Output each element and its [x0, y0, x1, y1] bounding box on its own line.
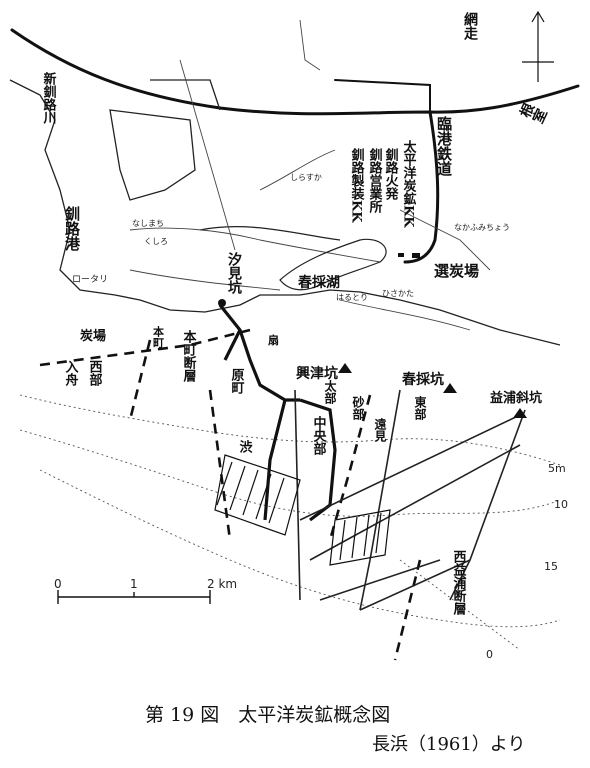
label-honcho: 本町	[152, 325, 165, 349]
roads	[129, 19, 491, 331]
label-nishi-bu: 西部	[87, 360, 103, 387]
label-honmachi-dan: 本町断層	[181, 329, 197, 383]
label-kushiro-port: 釧路港	[63, 205, 81, 252]
label-ogi: 扇	[268, 333, 279, 347]
label-nishi-dan: 西益浦断層	[451, 550, 467, 616]
label-kushiro-seiso: 釧路製装KK	[349, 147, 366, 223]
label-tanjo: 炭場	[80, 328, 106, 344]
mine-shafts	[218, 304, 337, 522]
label-koyo-pit: 興津坑	[296, 365, 338, 382]
label-hisakata: ひさかた	[382, 289, 414, 298]
label-kushiro-hatsuden: 釧路火発	[383, 147, 400, 201]
coastline	[9, 79, 561, 346]
label-rinko-tetsudo: 臨港鉄道	[435, 115, 453, 176]
contour-label-15: 15	[544, 560, 558, 573]
label-harutori-lake: 春採湖	[297, 274, 340, 291]
contour-label-5m: 5m	[548, 462, 566, 475]
contour-label-10: 10	[554, 498, 568, 511]
scale-tick-2: 2 km	[207, 577, 237, 591]
label-ogi-bu: 太部	[323, 379, 337, 405]
contour-lines	[19, 394, 561, 651]
label-ishi-kabe: 遠見	[373, 417, 387, 443]
label-abashiri: 網走	[462, 11, 478, 41]
north-arrow-icon	[522, 10, 554, 82]
label-sentanjo: 選炭場	[434, 262, 479, 280]
mine-roadways	[294, 389, 526, 611]
contour-label-0: 0	[486, 648, 493, 661]
contour-labels: 5m 10 15 0	[486, 462, 568, 661]
label-nakagumi: なかふみちょう	[454, 223, 510, 232]
label-irifune: 入舟	[63, 360, 79, 387]
vertical-labels: 網走 根室 新釧路川 釧路港 臨港鉄道 太平洋炭鉱KK 釧路火発 釧路営業所 釧…	[41, 11, 550, 616]
label-haramachi: 原町	[229, 368, 245, 395]
label-rotari: ロータリ	[72, 274, 108, 285]
scale-tick-1: 1	[130, 577, 138, 591]
label-taiheiyo-kaihatsu: 太平洋炭鉱KK	[401, 139, 418, 228]
label-shiomi-pit: 汐見坑	[226, 251, 243, 295]
label-tanji: 渋	[237, 439, 253, 454]
coal-panels	[214, 454, 391, 566]
fault-lines	[39, 328, 422, 661]
label-small-kushiro: くしろ	[144, 237, 168, 246]
railway-lines	[10, 28, 580, 264]
scale-bar: 0 1 2 km	[54, 577, 237, 604]
label-sakae-bu: 砂部	[351, 395, 365, 421]
label-betsuho-slope: 益浦斜坑	[490, 390, 542, 406]
label-harutori-station: はるとり	[336, 293, 368, 302]
label-kushiro-river: 新釧路川	[41, 71, 58, 124]
scale-tick-0: 0	[54, 577, 62, 591]
label-harutori-pit: 春採坑	[401, 371, 444, 388]
label-nemuro: 根室	[516, 100, 549, 127]
label-kushiro-eigyosho: 釧路営業所	[367, 147, 384, 214]
harutori-lake	[279, 238, 387, 291]
figure-caption-title: 第 19 図 太平洋炭鉱概念図	[145, 704, 391, 726]
label-chuo-bu: 中央部	[311, 415, 327, 456]
figure-caption-source: 長浜（1961）より	[372, 734, 526, 755]
label-shirasuka: しらすか	[290, 173, 322, 182]
label-tobu: 東部	[413, 395, 427, 421]
pit-markers	[218, 253, 527, 418]
label-nashi: なしまち	[132, 219, 164, 228]
